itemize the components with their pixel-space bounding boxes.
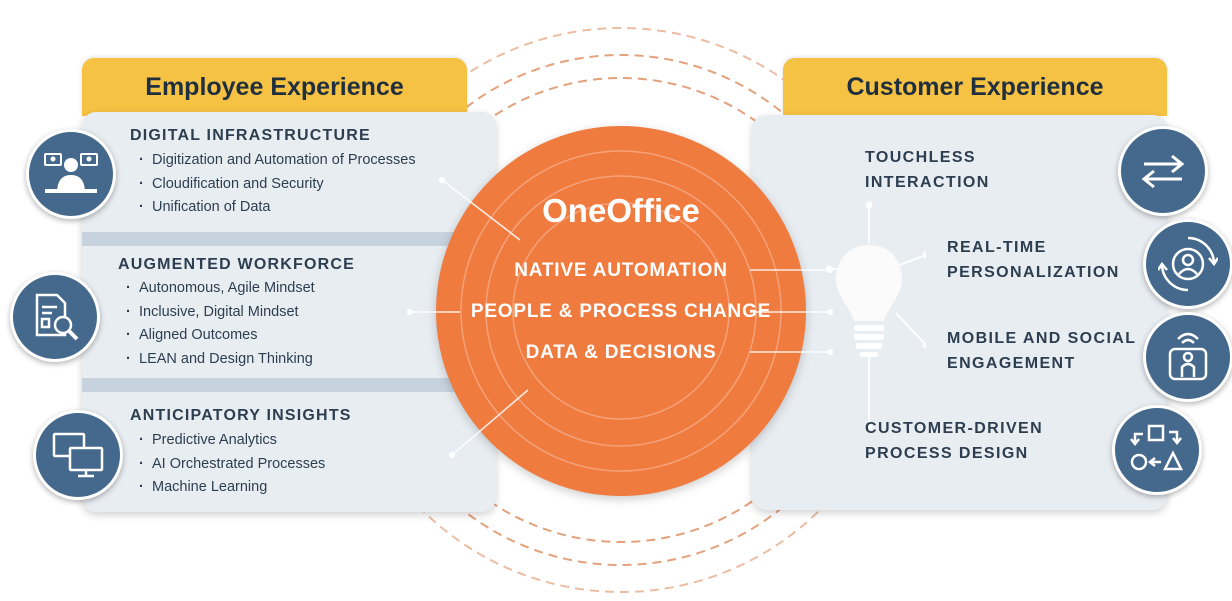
video-conference-icon [26, 129, 116, 219]
pillar-native-automation: NATIVE AUTOMATION [514, 260, 728, 281]
oneoffice-circle [436, 126, 806, 496]
feature-customer-driven-process-design: CUSTOMER-DRIVEN PROCESS DESIGN [865, 417, 1043, 466]
user-cycle-icon [1143, 219, 1232, 309]
lightbulb-icon [826, 201, 926, 431]
feature-label: CUSTOMER-DRIVEN [865, 420, 1044, 437]
feature-label: INTERACTION [865, 173, 990, 191]
digital-infrastructure-list: Digitization and Automation of Processes… [139, 149, 416, 220]
employee-experience-header: Employee Experience [82, 58, 467, 116]
pillar-data-decisions: DATA & DECISIONS [525, 342, 717, 363]
customer-experience-title: Customer Experience [846, 72, 1104, 101]
process-flow-icon [1112, 405, 1202, 495]
list-item: Machine Learning [139, 476, 325, 500]
feature-label: PROCESS DESIGN [865, 444, 1029, 462]
feature-label: MOBILE AND SOCIAL [947, 330, 1137, 347]
list-item: Predictive Analytics [139, 429, 325, 453]
document-search-icon [10, 272, 100, 362]
feature-label: TOUCHLESS [865, 149, 976, 166]
center-inner-rings [460, 150, 782, 472]
dual-monitor-icon [33, 410, 123, 500]
list-item: Digitization and Automation of Processes [139, 149, 416, 173]
list-item: Unification of Data [139, 196, 416, 220]
feature-mobile-social-engagement: MOBILE AND SOCIAL ENGAGEMENT [947, 327, 1136, 376]
customer-experience-header: Customer Experience [783, 58, 1167, 116]
list-item: Autonomous, Agile Mindset [126, 277, 315, 301]
list-item: Inclusive, Digital Mindset [126, 301, 315, 325]
list-item: Cloudification and Security [139, 173, 416, 197]
mobile-user-icon [1143, 312, 1232, 402]
feature-label: ENGAGEMENT [947, 354, 1076, 372]
list-item: Aligned Outcomes [126, 324, 315, 348]
employee-experience-title: Employee Experience [145, 72, 404, 101]
section-title-augmented-workforce: AUGMENTED WORKFORCE [118, 256, 356, 273]
section-title-anticipatory-insights: ANTICIPATORY INSIGHTS [130, 407, 352, 424]
pillar-people-process-change: PEOPLE & PROCESS CHANGE [470, 301, 772, 322]
list-item: AI Orchestrated Processes [139, 453, 325, 477]
section-title-digital-infrastructure: DIGITAL INFRASTRUCTURE [130, 127, 371, 144]
feature-touchless-interaction: TOUCHLESS INTERACTION [865, 146, 990, 195]
feature-label: REAL-TIME [947, 239, 1047, 256]
section-divider [82, 232, 496, 246]
list-item: LEAN and Design Thinking [126, 348, 315, 372]
feature-real-time-personalization: REAL-TIME PERSONALIZATION [947, 236, 1120, 285]
augmented-workforce-list: Autonomous, Agile Mindset Inclusive, Dig… [126, 277, 315, 372]
anticipatory-insights-list: Predictive Analytics AI Orchestrated Pro… [139, 429, 325, 500]
connector-lines [407, 177, 833, 458]
section-divider [82, 378, 496, 392]
oneoffice-title: OneOffice [542, 192, 700, 229]
feature-label: PERSONALIZATION [947, 263, 1120, 281]
swap-arrows-icon [1118, 126, 1208, 216]
